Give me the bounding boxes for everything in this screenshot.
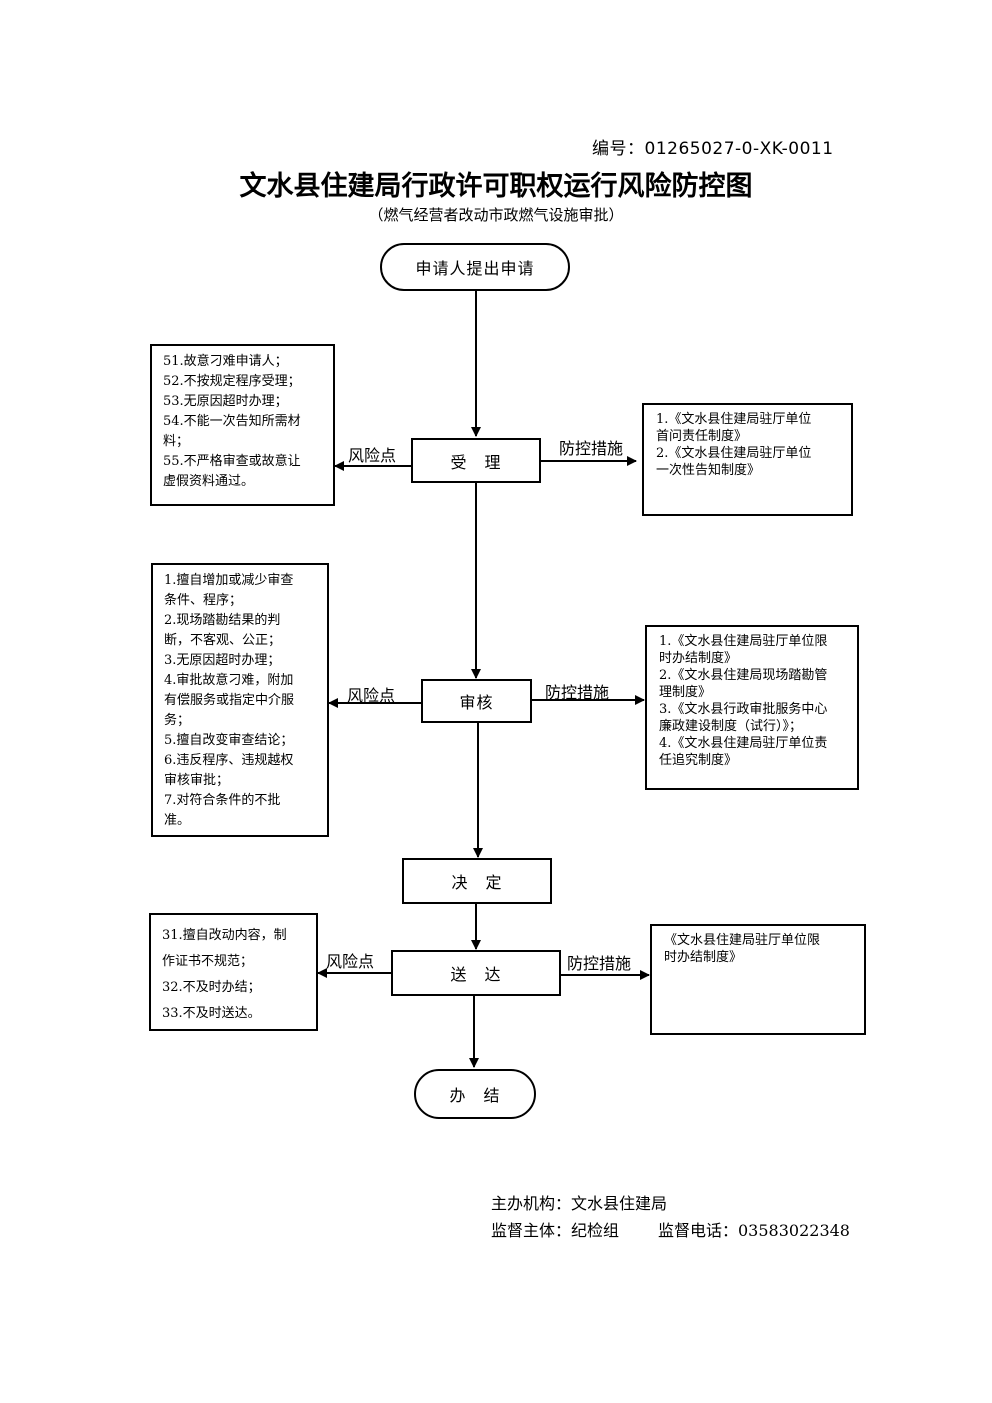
risk-item: 6.违反程序、违规越权 (164, 753, 294, 768)
deliver-risk-label: 风险点 (326, 952, 375, 971)
risk-item: 条件、程序； (164, 593, 243, 608)
risk-item: 53.无原因超时办理； (163, 394, 288, 409)
accept-risk-box: 51.故意刁难申请人； 52.不按规定程序受理； 53.无原因超时办理； 54.… (150, 344, 335, 506)
risk-item: 4.审批故意刁难，附加 (164, 673, 294, 688)
control-item: 时办结制度》 (659, 651, 738, 666)
control-item: 任追究制度》 (659, 753, 738, 768)
deliver-node-label: 送 达 (450, 965, 502, 984)
accept-risk-label: 风险点 (348, 446, 397, 465)
supervisor-text: 监督主体：纪检组 (491, 1221, 620, 1240)
risk-item: 虚假资料通过。 (163, 474, 255, 489)
accept-control-label: 防控措施 (559, 439, 624, 458)
review-risk-label: 风险点 (347, 686, 396, 705)
risk-item: 5.擅自改变审查结论； (164, 733, 294, 748)
control-item: 2.《文水县住建局驻厅单位 (656, 446, 812, 461)
risk-item: 断，不客观、公正； (164, 633, 282, 648)
phone-text: 监督电话：03583022348 (658, 1221, 850, 1240)
risk-item: 作证书不规范； (162, 954, 254, 969)
risk-item: 32.不及时办结； (162, 980, 261, 995)
deliver-risk-box: 31.擅自改动内容，制 作证书不规范； 32.不及时办结； 33.不及时送达。 (149, 913, 318, 1031)
risk-item: 55.不严格审查或故意让 (163, 454, 301, 469)
control-item: 1.《文水县住建局驻厅单位限 (659, 634, 828, 649)
control-item: 廉政建设制度（试行）》； (659, 719, 803, 734)
page-title: 文水县住建局行政许可职权运行风险防控图 (239, 171, 753, 202)
risk-item: 有偿服务或指定中介服 (164, 693, 295, 708)
accept-node-label: 受 理 (450, 452, 502, 472)
document-code: 编号：01265027-0-XK-0011 (592, 139, 834, 159)
control-item: 1.《文水县住建局驻厅单位 (656, 412, 812, 427)
end-node-label: 办 结 (449, 1086, 501, 1105)
review-control-box: 1.《文水县住建局驻厅单位限 时办结制度》 2.《文水县住建局现场踏勘管 理制度… (645, 625, 859, 790)
decide-node-label: 决 定 (451, 873, 503, 892)
control-item: 一次性告知制度》 (656, 463, 761, 478)
risk-item: 3.无原因超时办理； (164, 653, 281, 668)
risk-item: 1.擅自增加或减少审查 (164, 573, 294, 588)
risk-item: 51.故意刁难申请人； (163, 354, 288, 369)
control-item: 2.《文水县住建局现场踏勘管 (659, 668, 828, 683)
risk-item: 33.不及时送达。 (162, 1006, 261, 1021)
control-item: 3.《文水县行政审批服务中心 (659, 702, 828, 717)
deliver-control-label: 防控措施 (567, 954, 632, 973)
control-item: 4.《文水县住建局驻厅单位责 (659, 736, 828, 751)
deliver-node: 送 达 (391, 950, 561, 996)
page-subtitle: （燃气经营者改动市政燃气设施审批） (368, 206, 624, 224)
risk-item: 31.擅自改动内容，制 (162, 928, 287, 943)
decide-node: 决 定 (402, 858, 552, 904)
risk-item: 2.现场踏勘结果的判 (164, 613, 281, 628)
review-risk-box: 1.擅自增加或减少审查 条件、程序； 2.现场踏勘结果的判 断，不客观、公正； … (151, 563, 329, 837)
review-control-label: 防控措施 (545, 683, 610, 702)
risk-item: 54.不能一次告知所需材 (163, 414, 301, 429)
review-node: 审核 (421, 679, 532, 723)
accept-node: 受 理 (411, 438, 541, 483)
control-item: 《文水县住建局驻厅单位限 (664, 933, 821, 948)
start-node: 申请人提出申请 (380, 243, 570, 291)
control-item: 首问责任制度》 (656, 429, 748, 444)
start-node-label: 申请人提出申请 (415, 259, 535, 278)
review-node-label: 审核 (459, 693, 494, 712)
risk-item: 料； (163, 434, 190, 449)
risk-item: 准。 (164, 813, 191, 828)
risk-item: 审核审批； (164, 773, 230, 788)
deliver-control-box: 《文水县住建局驻厅单位限 时办结制度》 (650, 924, 866, 1035)
risk-item: 52.不按规定程序受理； (163, 374, 301, 389)
control-item: 理制度》 (659, 685, 712, 700)
risk-item: 7.对符合条件的不批 (164, 793, 281, 808)
organizer-text: 主办机构：文水县住建局 (491, 1194, 668, 1213)
risk-item: 务； (164, 713, 191, 728)
accept-control-box: 1.《文水县住建局驻厅单位 首问责任制度》 2.《文水县住建局驻厅单位 一次性告… (642, 403, 853, 516)
control-item: 时办结制度》 (664, 950, 743, 965)
end-node: 办 结 (414, 1069, 536, 1119)
